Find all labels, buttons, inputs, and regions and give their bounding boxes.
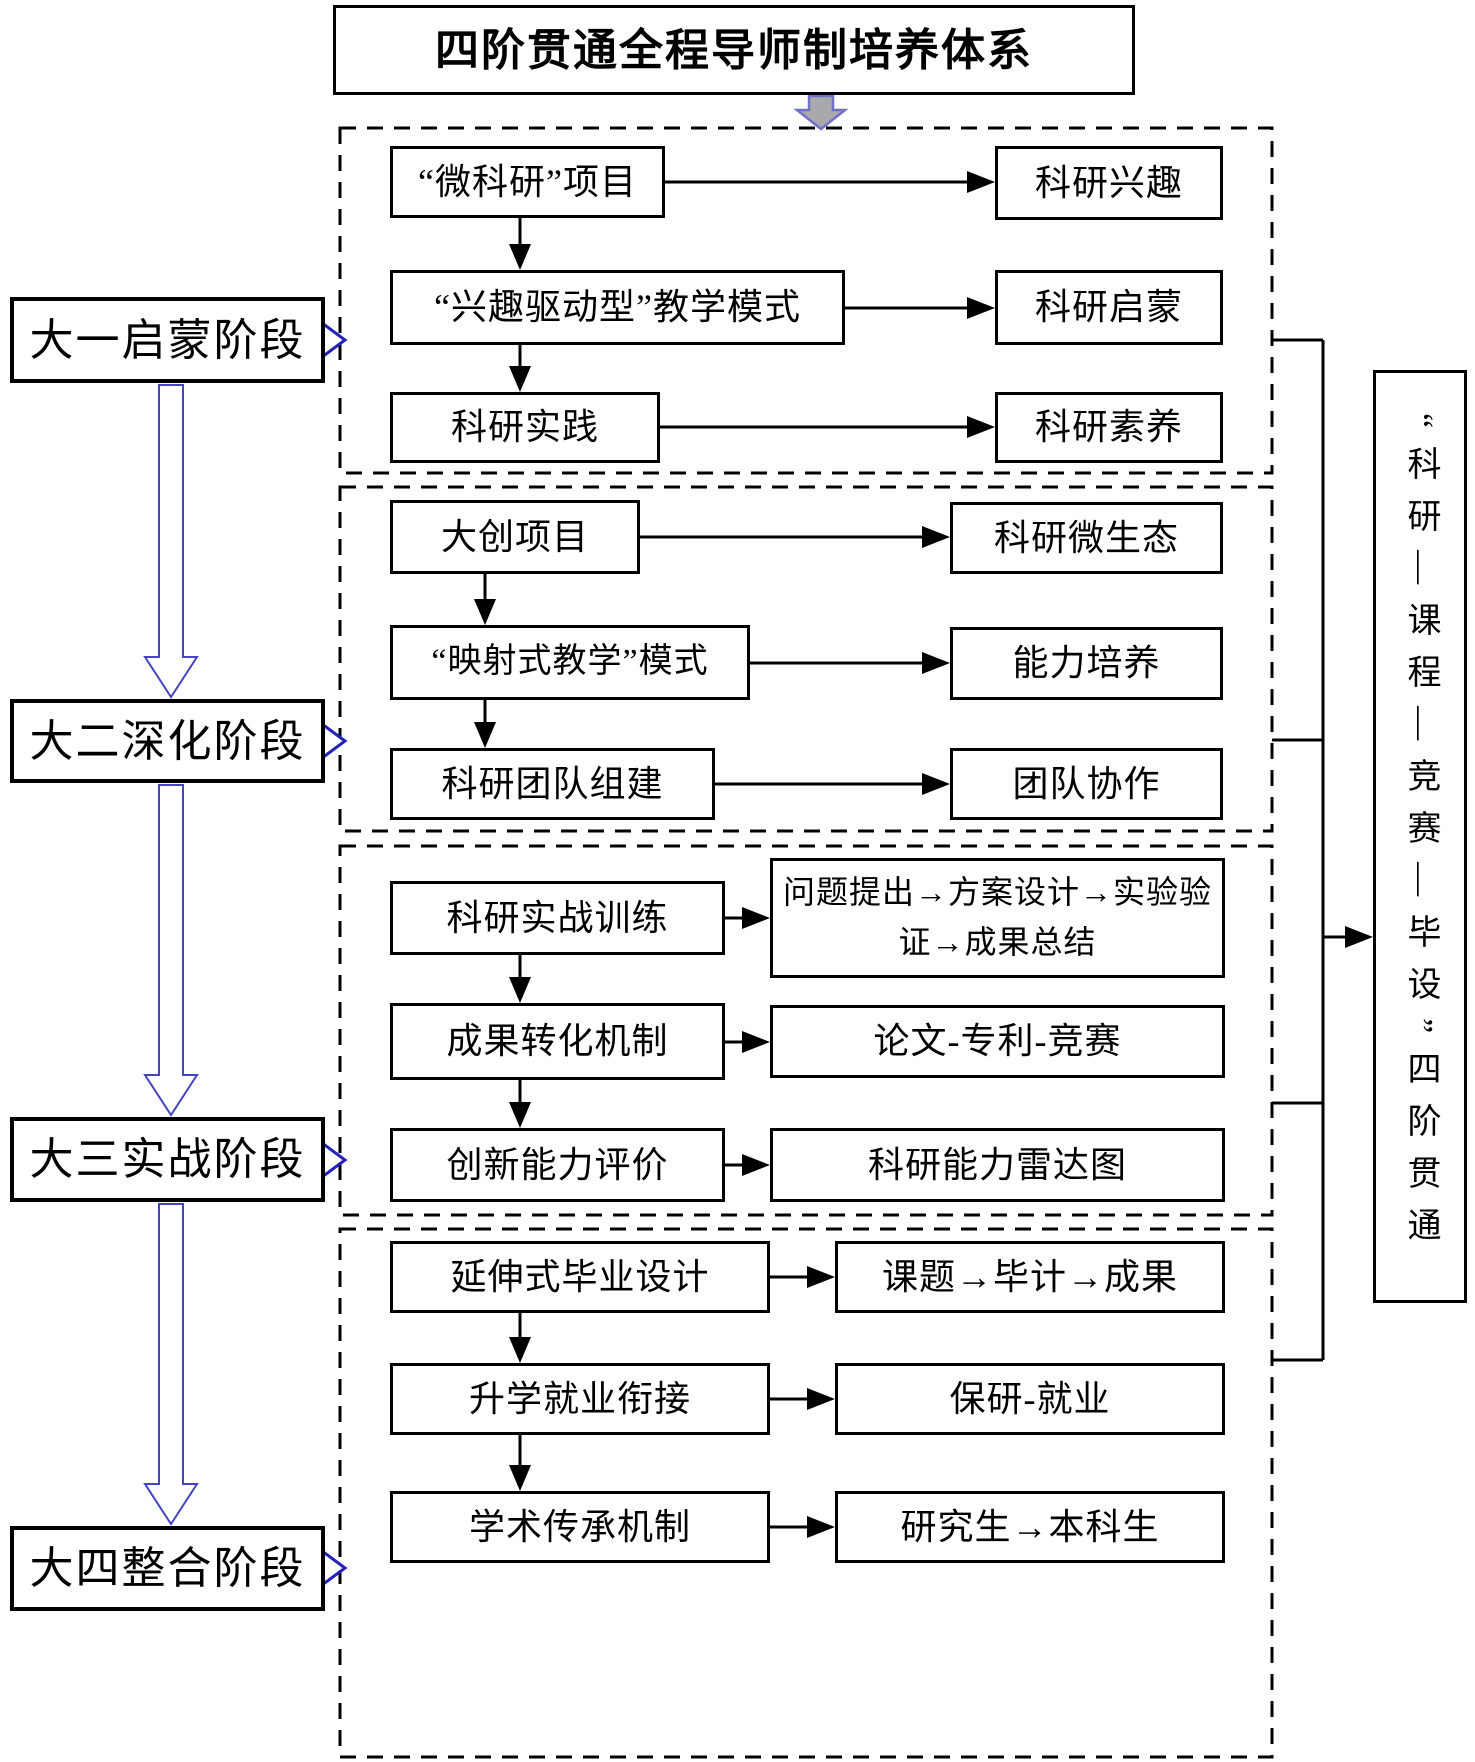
node-stage1-left-2: “兴趣驱动型”教学模式 <box>390 270 845 345</box>
node-stage2-left-1: 大创项目 <box>390 500 640 574</box>
node-stage2-left-3: 科研团队组建 <box>390 748 715 820</box>
stage-label-2: 大二深化阶段 <box>10 699 325 783</box>
section-frame-stage3 <box>338 844 1274 1217</box>
node-stage2-right-2: 能力培养 <box>950 627 1223 700</box>
diagram-title: 四阶贯通全程导师制培养体系 <box>333 5 1135 95</box>
node-stage3-right-3: 科研能力雷达图 <box>770 1128 1225 1202</box>
stage-link-arrows <box>143 384 199 1526</box>
stage-label-4: 大四整合阶段 <box>10 1526 325 1611</box>
node-stage4-right-1: 课题→毕计→成果 <box>835 1241 1225 1313</box>
stage-label-1: 大一启蒙阶段 <box>10 297 325 383</box>
summary-vertical-text: “科研—课程—竞赛—毕设”四阶贯通 <box>1402 413 1439 1260</box>
node-stage3-left-2: 成果转化机制 <box>390 1003 725 1080</box>
stage-label-3: 大三实战阶段 <box>10 1117 325 1202</box>
section-frame-stage1 <box>338 126 1274 475</box>
hollow-down-arrow-icon <box>143 384 199 699</box>
node-stage2-right-1: 科研微生态 <box>950 502 1223 574</box>
node-stage1-right-2: 科研启蒙 <box>995 270 1223 345</box>
hollow-down-arrow-icon <box>143 784 199 1117</box>
node-stage3-right-2: 论文-专利-竞赛 <box>770 1005 1225 1078</box>
right-bus-connector <box>1272 338 1373 1362</box>
node-stage4-left-3: 学术传承机制 <box>390 1491 770 1563</box>
node-stage3-left-3: 创新能力评价 <box>390 1128 725 1202</box>
gray-down-arrow-icon <box>793 94 849 131</box>
node-stage2-left-2: “映射式教学”模式 <box>390 625 750 700</box>
node-stage1-right-1: 科研兴趣 <box>995 146 1223 220</box>
node-stage4-right-3: 研究生→本科生 <box>835 1491 1225 1563</box>
stage-right-arrows <box>294 317 348 1591</box>
node-stage3-right-1: 问题提出→方案设计→实验验证→成果总结 <box>770 858 1225 978</box>
black-down-arrows <box>474 218 531 1491</box>
node-stage4-left-1: 延伸式毕业设计 <box>390 1241 770 1313</box>
black-flow-arrows <box>640 171 995 1538</box>
summary-vertical-panel: “科研—课程—竞赛—毕设”四阶贯通 <box>1373 370 1467 1303</box>
node-stage1-right-3: 科研素养 <box>995 392 1223 463</box>
node-stage4-right-2: 保研-就业 <box>835 1363 1225 1435</box>
node-stage1-left-3: 科研实践 <box>390 392 660 463</box>
node-stage2-right-3: 团队协作 <box>950 748 1223 820</box>
node-stage1-left-1: “微科研”项目 <box>390 146 665 218</box>
node-stage4-left-2: 升学就业衔接 <box>390 1363 770 1435</box>
section-frame-stage4 <box>338 1227 1274 1759</box>
hollow-down-arrow-icon <box>143 1203 199 1526</box>
node-stage3-left-1: 科研实战训练 <box>390 881 725 955</box>
section-frame-stage2 <box>338 485 1274 833</box>
